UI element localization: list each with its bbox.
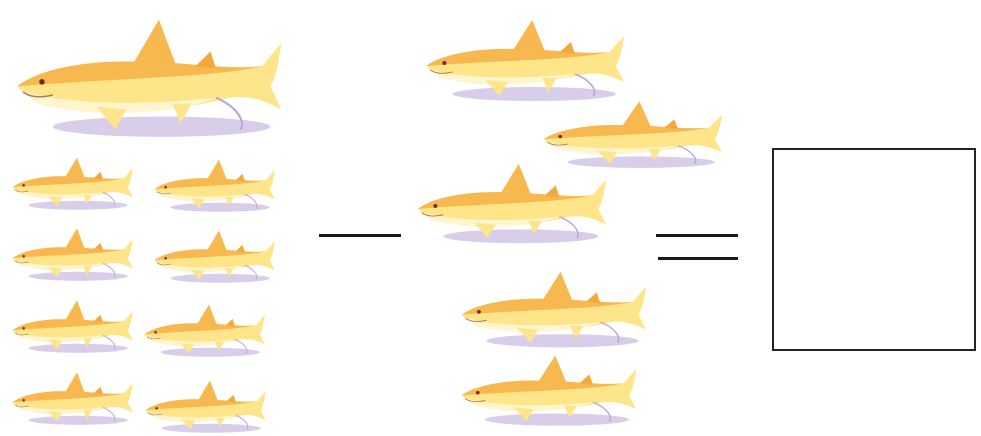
answer-box[interactable]: [772, 148, 976, 351]
shark-icon: [10, 226, 134, 284]
shark-icon: [458, 268, 648, 352]
equals-bar-top: [656, 234, 738, 237]
minus-sign: [319, 234, 401, 237]
shark-icon: [458, 352, 638, 430]
shark-icon: [143, 378, 267, 436]
shark-icon: [540, 98, 724, 172]
shark-icon: [10, 155, 134, 213]
shark-icon: [414, 160, 608, 248]
shark-icon: [142, 302, 266, 360]
shark-icon: [10, 298, 134, 356]
equals-bar-bottom: [658, 257, 738, 260]
shark-icon: [422, 16, 626, 106]
shark-icon: [12, 14, 284, 144]
shark-icon: [10, 370, 134, 428]
shark-icon: [152, 157, 276, 215]
shark-icon: [152, 228, 276, 286]
